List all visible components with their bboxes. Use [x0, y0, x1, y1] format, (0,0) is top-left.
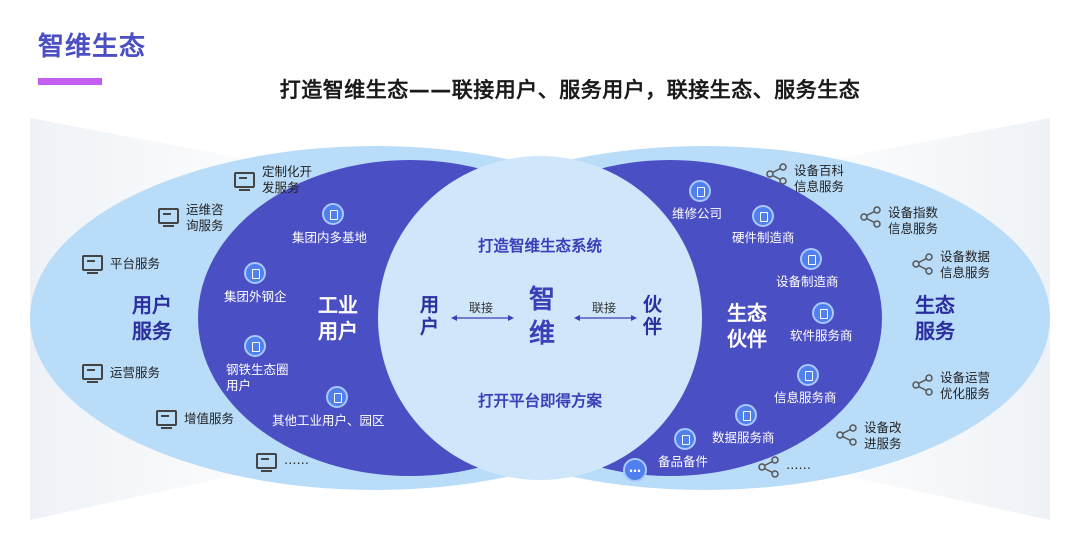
monitor-icon [158, 208, 179, 227]
left-inner-item: 集团内多基地 [292, 230, 368, 245]
right-inner-item: 备品备件 [658, 454, 709, 469]
left-outer-item: 平台服务 [110, 256, 161, 271]
monitor-icon [234, 172, 255, 191]
link-left-label: 联接 [469, 301, 494, 315]
left-inner-title: 工业 用户 [318, 293, 358, 343]
center-bottom-text: 打开平台即得方案 [477, 392, 602, 410]
share-icon [912, 374, 933, 396]
right-inner-item: 硬件制造商 [732, 230, 795, 245]
device-icon [244, 335, 266, 357]
left-outer-title: 用户 服务 [132, 293, 172, 343]
monitor-icon [256, 453, 277, 472]
center-partner-label: 伙 伴 [643, 294, 663, 338]
monitor-icon [82, 364, 103, 383]
right-inner-item: 数据服务商 [712, 430, 775, 445]
left-outer-item: 定制化开 发服务 [262, 164, 313, 195]
center-user-label: 用 户 [420, 294, 440, 338]
device-icon [674, 428, 696, 450]
left-outer-item: 运营服务 [110, 365, 161, 380]
more-partners-icon: … [623, 458, 647, 482]
title-accent-bar [38, 78, 102, 85]
device-icon [326, 386, 348, 408]
right-outer-title: 生态 服务 [915, 293, 955, 343]
device-icon [244, 262, 266, 284]
monitor-icon [156, 410, 177, 429]
monitor-icon [82, 255, 103, 274]
right-outer-item: …… [786, 457, 811, 472]
share-icon [912, 253, 933, 275]
link-right-label: 联接 [592, 301, 617, 315]
right-inner-item: 设备制造商 [776, 274, 839, 289]
right-inner-title: 生态 伙伴 [727, 301, 767, 351]
right-inner-item: 信息服务商 [774, 390, 837, 405]
center-top-text: 打造智维生态系统 [477, 237, 602, 255]
device-icon [322, 203, 344, 225]
left-inner-item: 钢铁生态圈 用户 [226, 362, 289, 393]
device-icon [752, 205, 774, 227]
center-circle [378, 156, 702, 480]
share-icon [766, 163, 787, 185]
device-icon [800, 248, 822, 270]
left-outer-item: 增值服务 [184, 411, 235, 426]
share-icon [860, 206, 881, 228]
right-outer-item: 设备百科 信息服务 [794, 163, 845, 194]
left-outer-item: 运维咨 询服务 [186, 202, 224, 233]
device-icon [689, 180, 711, 202]
left-inner-item: 集团外钢企 [224, 289, 287, 304]
page-title: 智维生态 [38, 32, 147, 62]
right-outer-item: 设备指数 信息服务 [888, 205, 939, 236]
share-icon [758, 456, 779, 478]
device-icon [735, 404, 757, 426]
share-icon [836, 424, 857, 446]
page-subtitle: 打造智维生态——联接用户、服务用户，联接生态、服务生态 [279, 78, 861, 102]
device-icon [812, 302, 834, 324]
device-icon [797, 364, 819, 386]
left-inner-item: 其他工业用户、园区 [272, 413, 385, 428]
right-outer-item: 设备运营 优化服务 [940, 370, 991, 401]
right-outer-item: 设备数据 信息服务 [940, 249, 991, 280]
left-outer-item: …… [284, 452, 309, 467]
right-outer-item: 设备改 进服务 [864, 420, 902, 451]
right-inner-item: 软件服务商 [790, 328, 853, 343]
right-inner-item: 维修公司 [672, 206, 723, 221]
center-core-label: 智 维 [528, 285, 555, 349]
